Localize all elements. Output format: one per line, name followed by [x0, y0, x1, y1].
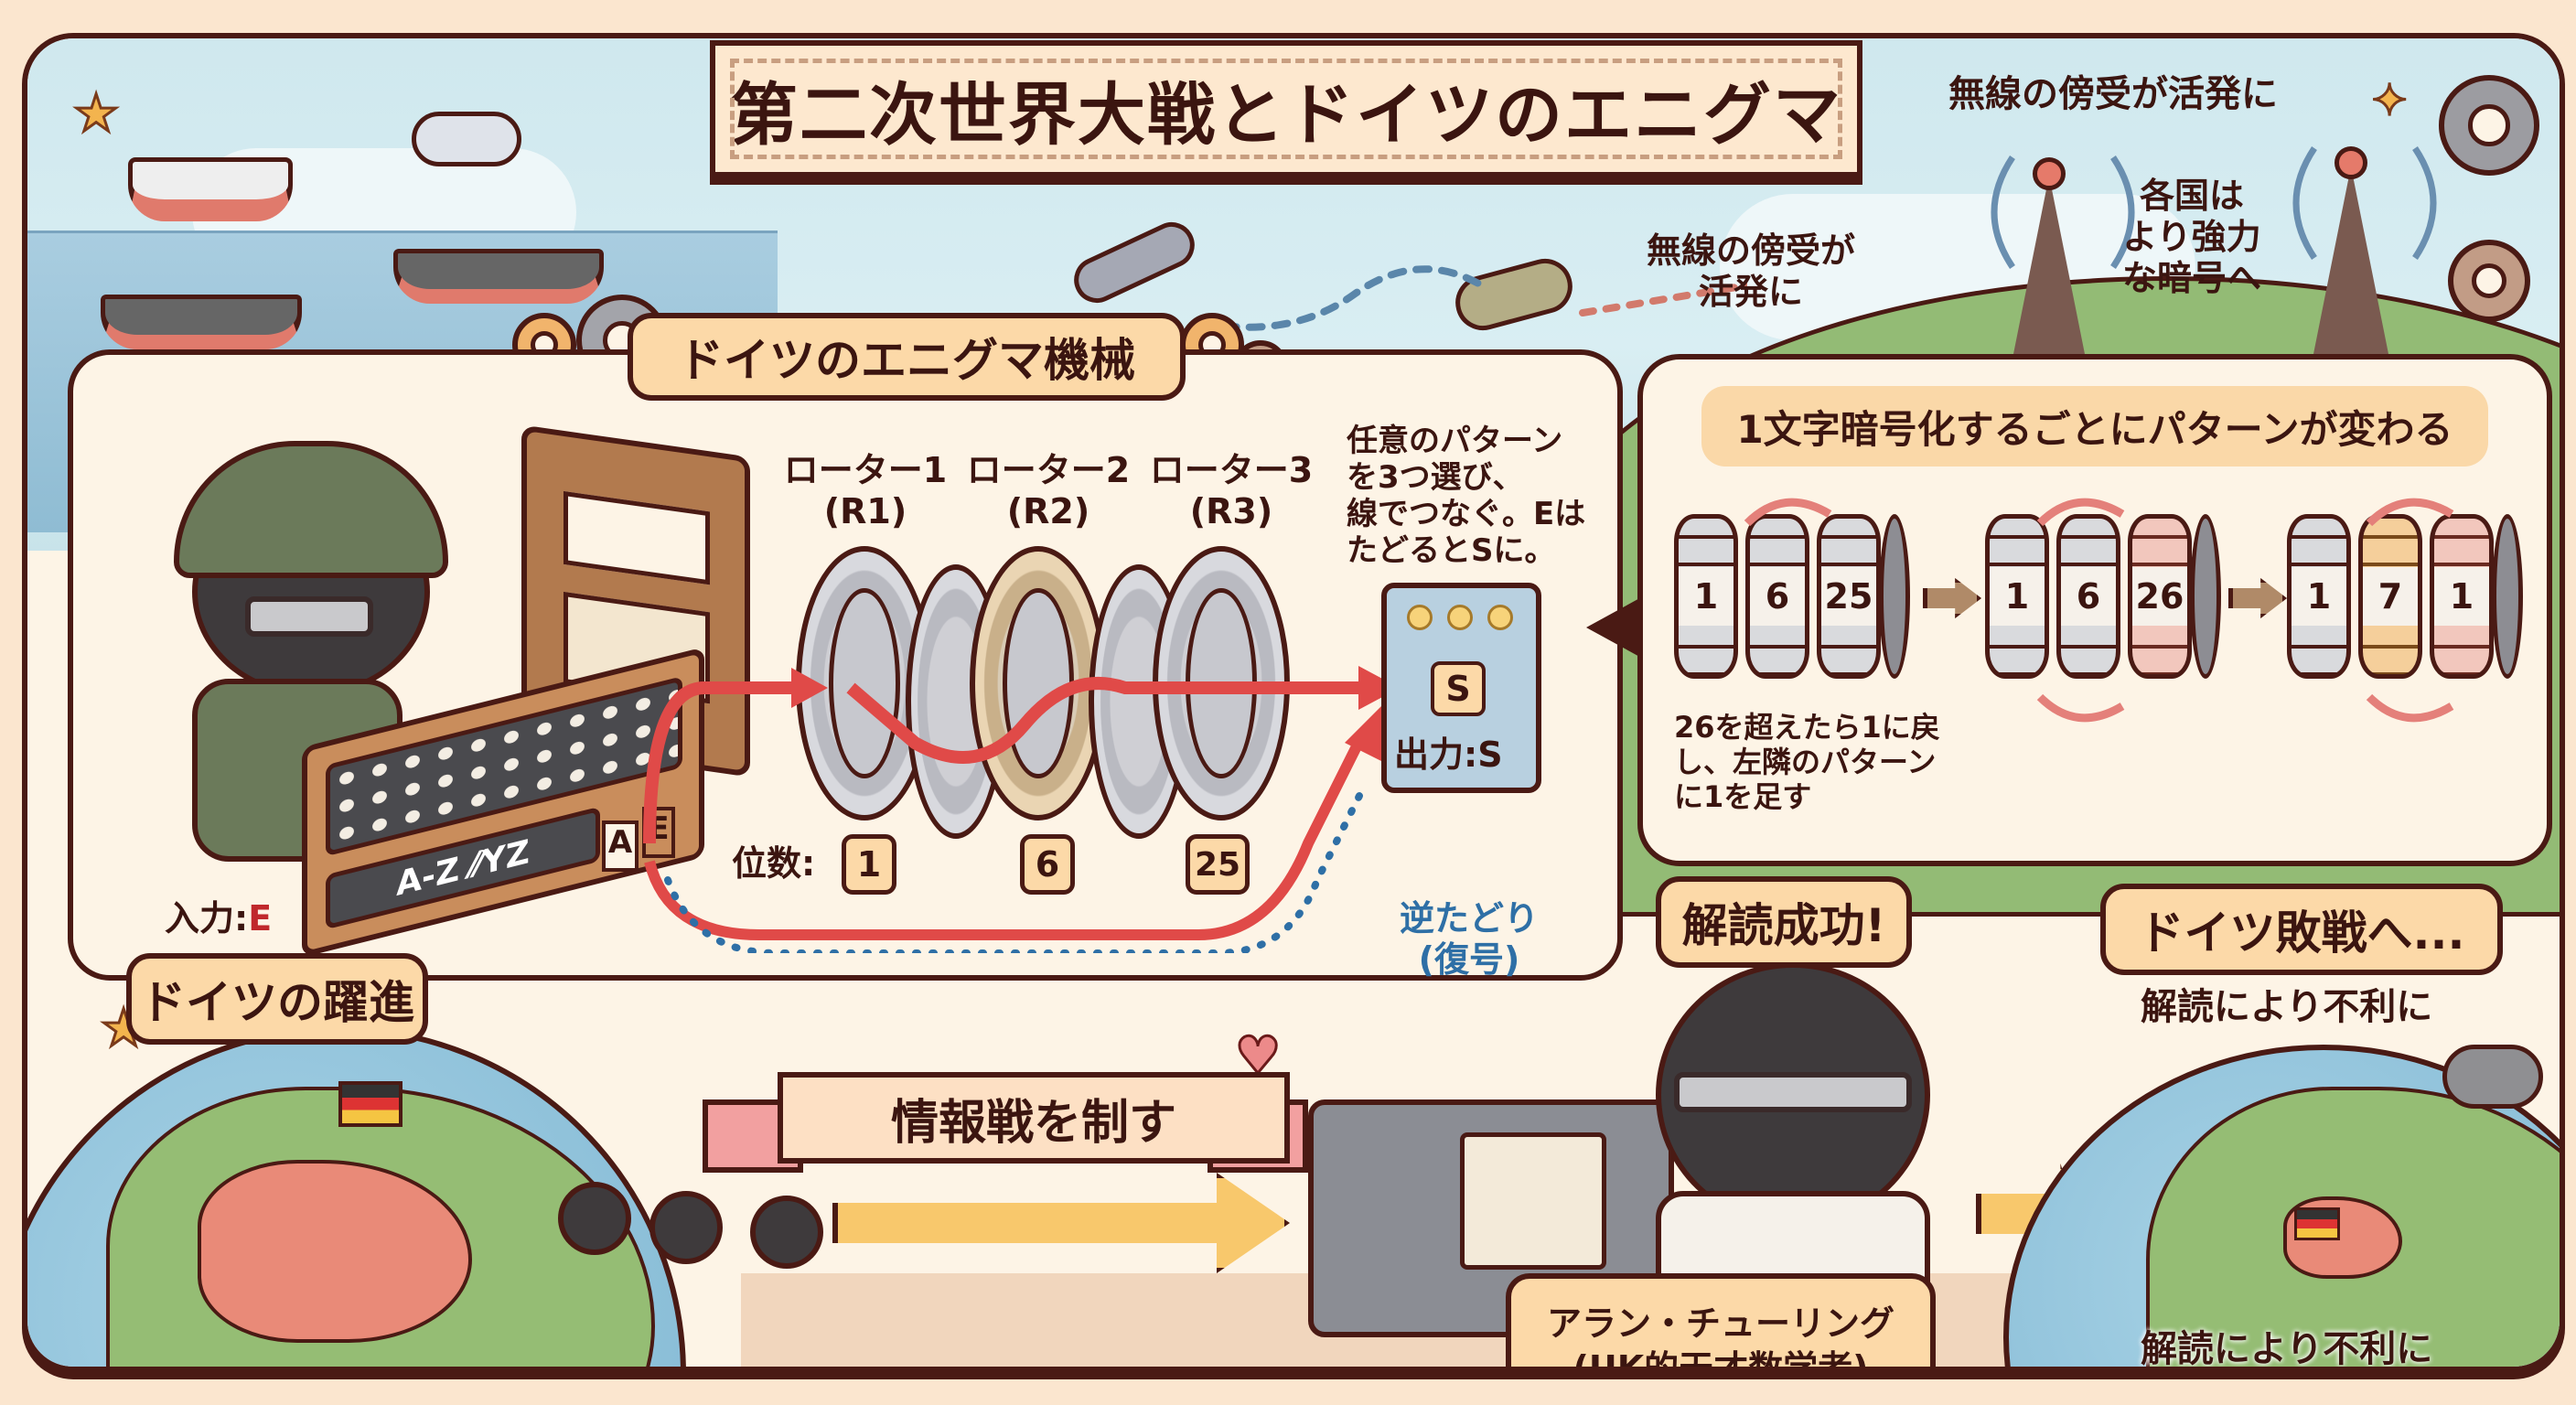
enigma-heading: ドイツのエニグマ機械 — [628, 313, 1186, 401]
drum-side — [1879, 514, 1910, 679]
smoke-cloud-icon — [2442, 1045, 2543, 1109]
position-label: 位数: — [732, 843, 816, 884]
antenna-light-icon — [2033, 157, 2066, 190]
ship-icon — [128, 157, 293, 221]
input-label: 入力:E — [165, 898, 273, 938]
rotor-2-label: ローター2(R2) — [966, 450, 1131, 531]
rotor-2-position: 6 — [1020, 834, 1075, 895]
defeat-caption-top: 解読により不利に — [2141, 986, 2433, 1028]
page-title: 第二次世界大戦とドイツのエニグマ — [730, 75, 1842, 155]
german-flag-icon — [338, 1081, 402, 1127]
speech-pointer — [1586, 596, 1643, 659]
germany-territory — [198, 1160, 472, 1343]
lamp-icon — [1487, 605, 1513, 630]
progress-arrow — [832, 1173, 1290, 1273]
countries-caption: 各国は より強力 な暗号へ — [2122, 176, 2262, 298]
enigma-description: 任意のパターン を3つ選び、 線でつなぐ。Eは たどるとSに。 — [1347, 423, 1586, 570]
turing-name-tag: アラン・チューリング (UK的天才数学者) — [1506, 1273, 1936, 1367]
defeat-caption-bottom: 解読により不利に — [2141, 1328, 2433, 1370]
drum-state2-r1: 1 — [1985, 514, 2049, 679]
drum-state1-r1: 1 — [1674, 514, 1738, 679]
radio-waves-icon — [1991, 146, 2437, 269]
rotor-3-position: 25 — [1186, 834, 1250, 895]
sparkle-icon: ✦ — [2369, 74, 2409, 128]
flight-path-dotted — [1195, 265, 1747, 331]
bombe-machine — [1308, 1099, 1674, 1337]
europe-globe-defeat — [2003, 1045, 2560, 1367]
antenna-light-icon — [2334, 146, 2367, 179]
info-war-ribbon: 情報戦を制す — [778, 1072, 1290, 1164]
glasses-icon — [1674, 1072, 1912, 1112]
soldier-cat-avatar — [750, 1196, 823, 1269]
decode-success-bubble: 解読成功! — [1656, 876, 1912, 968]
drum-side — [2190, 514, 2221, 679]
radio-caption-top: 無線の傍受が活発に — [1948, 73, 2278, 115]
drum-state2-r2: 6 — [2056, 514, 2120, 679]
output-lampboard: S 出力:S — [1381, 583, 1541, 793]
title-banner: 第二次世界大戦とドイツのエニグマ — [710, 40, 1862, 177]
soldier-cat-avatar — [649, 1191, 723, 1264]
rotor-1-label: ローター1(R1) — [783, 450, 948, 531]
reverse-label: 逆たどり (復号) — [1400, 898, 1540, 980]
output-label: 出力:S — [1394, 735, 1503, 775]
defeat-heading: ドイツ敗戦へ... — [2100, 884, 2503, 975]
rotation-arrows — [1744, 498, 2454, 723]
drum-side — [2492, 514, 2523, 679]
drum-state3-r2: 7 — [2358, 514, 2422, 679]
drum-state3-r1: 1 — [2287, 514, 2351, 679]
warship-icon — [393, 249, 604, 304]
german-flag-icon — [2294, 1207, 2340, 1240]
lamp-icon — [1407, 605, 1433, 630]
signal-path — [643, 666, 1400, 953]
stepping-heading: 1文字暗号化するごとにパターンが変わる — [1701, 386, 2488, 467]
drum-state1-r2: 6 — [1745, 514, 1809, 679]
warship-icon — [101, 295, 302, 349]
stepping-note: 26を超えたら1に戻 し、左隣のパターン に1を足す — [1674, 710, 1940, 814]
soldier-cat-avatar — [558, 1182, 631, 1255]
airplane-icon — [412, 112, 521, 166]
glasses-icon — [245, 596, 373, 637]
output-key-s: S — [1431, 661, 1486, 716]
input-value: E — [248, 898, 273, 938]
gear-icon — [2448, 240, 2530, 322]
key-label-a: A — [602, 820, 639, 872]
star-icon: ★ — [71, 83, 120, 145]
gear-icon — [2439, 75, 2539, 176]
lamp-icon — [1447, 605, 1473, 630]
drum-state2-r3: 26 — [2128, 514, 2192, 679]
radio-caption-left: 無線の傍受が 活発に — [1647, 231, 1856, 312]
advance-heading: ドイツの躍進 — [126, 953, 428, 1045]
drum-state1-r3: 25 — [1817, 514, 1881, 679]
rotor-1-position: 1 — [842, 834, 896, 895]
infographic-frame: 第二次世界大戦とドイツのエニグマ 無線の傍受が活発に 無線の傍受が 活発に 各国… — [22, 33, 2565, 1372]
rotor-3-label: ローター3(R3) — [1149, 450, 1314, 531]
